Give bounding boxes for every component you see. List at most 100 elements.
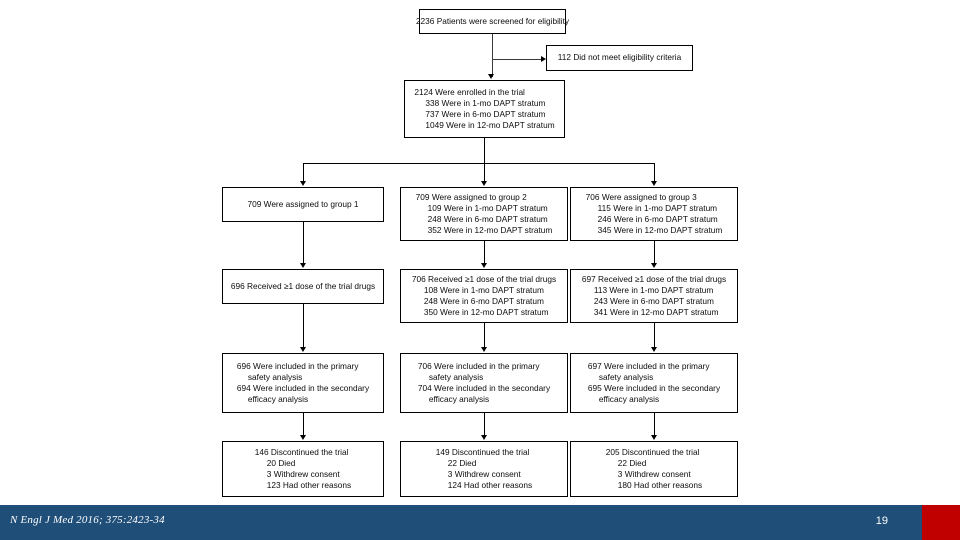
node-assigned-group-1: 709 Were assigned to group 1 (222, 187, 384, 222)
node-analysis-group-2: 706 Were included in the primary safety … (400, 353, 568, 413)
arrow-to-dose2 (480, 263, 487, 268)
node-discontinued-group-3: 205 Discontinued the trial 22 Died 3 Wit… (570, 441, 738, 497)
node-analysis-group-3-line-4: efficacy analysis (598, 394, 660, 405)
node-analysis-group-3-line-2: safety analysis (598, 371, 654, 382)
node-dose-group-2-block: 706 Received ≥1 dose of the trial drugs … (412, 274, 556, 319)
node-dose-group-3-block: 697 Received ≥1 dose of the trial drugs … (582, 274, 726, 319)
node-analysis-group-1: 696 Were included in the primary safety … (222, 353, 384, 413)
node-enrolled-sub-12mo: 1049 Were in 12-mo DAPT stratum (425, 120, 555, 131)
node-assigned-group-2-head: 709 Were assigned to group 2 (415, 191, 527, 202)
node-dose-group-2-head: 706 Received ≥1 dose of the trial drugs (411, 273, 557, 284)
footer-accent-block (922, 505, 960, 540)
node-analysis-group-2-block: 706 Were included in the primary safety … (418, 361, 550, 406)
node-assigned-group-2: 709 Were assigned to group 2 109 Were in… (400, 187, 568, 241)
arrow-to-disc2 (480, 435, 487, 440)
node-discontinued-group-1: 146 Discontinued the trial 20 Died 3 Wit… (222, 441, 384, 497)
node-discontinued-group-3-block: 205 Discontinued the trial 22 Died 3 Wit… (606, 447, 702, 492)
arrow-to-disc1 (299, 435, 306, 440)
arrow-to-dose1 (299, 263, 306, 268)
connector-bus-left-drop (303, 163, 305, 184)
node-analysis-group-1-line-2: safety analysis (247, 371, 303, 382)
connector-dose2-to-analysis2 (484, 323, 486, 348)
connector-dose1-to-analysis1 (303, 304, 305, 348)
node-assigned-group-3-head: 706 Were assigned to group 3 (585, 191, 697, 202)
arrow-to-dose3 (650, 263, 657, 268)
connector-screened-stem (492, 34, 494, 77)
connector-assign2-to-dose2 (484, 241, 486, 264)
node-dose-group-2-sub-1mo: 108 Were in 1-mo DAPT stratum (423, 284, 544, 295)
node-enrolled-sub-1mo: 338 Were in 1-mo DAPT stratum (425, 97, 546, 108)
node-analysis-group-3-line-1: 697 Were included in the primary (587, 360, 710, 371)
node-discontinued-group-3-head: 205 Discontinued the trial (605, 446, 700, 457)
node-analysis-group-1-line-1: 696 Were included in the primary (236, 360, 359, 371)
node-analysis-group-3-block: 697 Were included in the primary safety … (588, 361, 720, 406)
node-analysis-group-1-block: 696 Were included in the primary safety … (237, 361, 369, 406)
node-screened-text: 2236 Patients were screened for eligibil… (415, 15, 570, 26)
node-dose-group-3-sub-6mo: 243 Were in 6-mo DAPT stratum (593, 296, 714, 306)
connector-to-excluded (492, 59, 541, 61)
arrow-to-analysis2 (480, 347, 487, 352)
connector-assign1-to-dose1 (303, 222, 305, 264)
node-discontinued-group-3-withdrew: 3 Withdrew consent (617, 469, 691, 479)
footer-citation: N Engl J Med 2016; 375:2423-34 (10, 514, 165, 526)
node-dose-group-2-sub-6mo: 248 Were in 6-mo DAPT stratum (423, 296, 544, 306)
connector-enrolled-down (484, 138, 486, 164)
node-dose-group-1-head: 696 Received ≥1 dose of the trial drugs (230, 280, 376, 291)
node-analysis-group-1-line-4: efficacy analysis (247, 394, 309, 405)
node-analysis-group-3-line-3: 695 Were included in the secondary (587, 383, 721, 393)
node-excluded: 112 Did not meet eligibility criteria (546, 45, 693, 71)
node-analysis-group-2-line-1: 706 Were included in the primary (417, 360, 540, 371)
node-analysis-group-3: 697 Were included in the primary safety … (570, 353, 738, 413)
node-excluded-text: 112 Did not meet eligibility criteria (557, 52, 682, 63)
node-dose-group-3-sub-12mo: 341 Were in 12-mo DAPT stratum (593, 307, 719, 318)
node-discontinued-group-2-block: 149 Discontinued the trial 22 Died 3 Wit… (436, 447, 532, 492)
connector-bus-mid-drop (484, 163, 486, 184)
node-dose-group-3: 697 Received ≥1 dose of the trial drugs … (570, 269, 738, 323)
node-discontinued-group-1-withdrew: 3 Withdrew consent (266, 469, 340, 479)
connector-analysis1-to-disc1 (303, 413, 305, 436)
node-discontinued-group-2-withdrew: 3 Withdrew consent (447, 469, 521, 479)
node-enrolled-sub-6mo: 737 Were in 6-mo DAPT stratum (425, 109, 546, 119)
connector-analysis2-to-disc2 (484, 413, 486, 436)
node-dose-group-1: 696 Received ≥1 dose of the trial drugs (222, 269, 384, 304)
node-discontinued-group-1-head: 146 Discontinued the trial (254, 446, 349, 457)
slide-footer-bar: N Engl J Med 2016; 375:2423-34 19 (0, 505, 960, 540)
connector-bus-right-drop (654, 163, 656, 184)
node-dose-group-2: 706 Received ≥1 dose of the trial drugs … (400, 269, 568, 323)
node-discontinued-group-2-died: 22 Died (447, 457, 477, 468)
arrow-to-enrolled (488, 74, 495, 79)
node-assigned-group-2-block: 709 Were assigned to group 2 109 Were in… (416, 192, 553, 237)
node-discontinued-group-1-died: 20 Died (266, 457, 296, 468)
node-discontinued-group-2-other: 124 Had other reasons (447, 480, 533, 491)
arrow-to-disc3 (650, 435, 657, 440)
arrow-to-analysis1 (299, 347, 306, 352)
node-assigned-group-3: 706 Were assigned to group 3 115 Were in… (570, 187, 738, 241)
node-enrolled-head: 2124 Were enrolled in the trial (414, 86, 525, 97)
node-discontinued-group-3-died: 22 Died (617, 457, 647, 468)
node-discontinued-group-1-block: 146 Discontinued the trial 20 Died 3 Wit… (255, 447, 351, 492)
consort-flow-diagram: 2236 Patients were screened for eligibil… (222, 9, 738, 497)
node-assigned-group-3-block: 706 Were assigned to group 3 115 Were in… (586, 192, 723, 237)
node-analysis-group-2-line-3: 704 Were included in the secondary (417, 383, 551, 393)
arrow-to-assign1 (299, 181, 306, 186)
node-analysis-group-1-line-3: 694 Were included in the secondary (236, 383, 370, 393)
node-discontinued-group-3-other: 180 Had other reasons (617, 480, 703, 491)
arrow-to-assign2 (480, 181, 487, 186)
connector-assign3-to-dose3 (654, 241, 656, 264)
node-enrolled-block: 2124 Were enrolled in the trial 338 Were… (414, 87, 554, 132)
arrow-to-analysis3 (650, 347, 657, 352)
node-discontinued-group-1-other: 123 Had other reasons (266, 480, 352, 491)
node-assigned-group-2-sub-6mo: 248 Were in 6-mo DAPT stratum (427, 214, 548, 224)
node-assigned-group-3-sub-12mo: 345 Were in 12-mo DAPT stratum (597, 225, 723, 236)
node-dose-group-3-head: 697 Received ≥1 dose of the trial drugs (581, 273, 727, 284)
node-assigned-group-1-head: 709 Were assigned to group 1 (247, 198, 359, 209)
connector-dose3-to-analysis3 (654, 323, 656, 348)
arrow-to-assign3 (650, 181, 657, 186)
node-dose-group-2-sub-12mo: 350 Were in 12-mo DAPT stratum (423, 307, 549, 318)
connector-randomization-bus (303, 163, 655, 165)
node-discontinued-group-2-head: 149 Discontinued the trial (435, 446, 530, 457)
footer-page-number: 19 (875, 515, 888, 527)
node-assigned-group-3-sub-6mo: 246 Were in 6-mo DAPT stratum (597, 214, 718, 224)
node-assigned-group-3-sub-1mo: 115 Were in 1-mo DAPT stratum (597, 202, 718, 213)
